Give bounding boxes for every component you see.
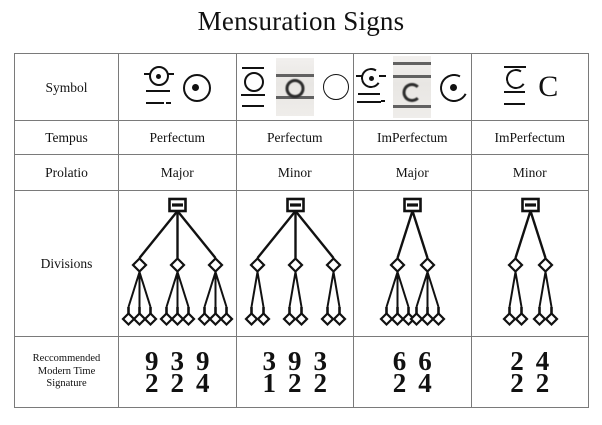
time-signature-denominator: 2 [170, 368, 185, 398]
tempus-perfectum-minor: Perfectum [235, 120, 354, 155]
time-signature-denominator: 1 [262, 368, 277, 398]
time-signature-denominator: 2 [313, 368, 328, 398]
row-label-tempus: Tempus [14, 120, 119, 155]
table-row-tempus: Tempus Perfectum Perfectum ImPerfectum I… [14, 120, 589, 155]
time-signature-numerator: 3 [170, 345, 185, 376]
scanned-manuscript-circle-fragment [275, 58, 314, 116]
symbol-cell-imperfectum-minor: C [470, 53, 589, 121]
time-signature-numerator: 6 [392, 345, 407, 376]
prolatio-perfectum-minor: Minor [235, 154, 354, 191]
divisions-perfectum-minor [235, 190, 354, 337]
manuscript-circle-symbol [239, 64, 269, 110]
row-label-prolatio: Prolatio [14, 154, 119, 191]
time-signature-numerator: 9 [196, 345, 210, 376]
divisions-perfectum-major [118, 190, 237, 337]
time-signature-numerator: 9 [145, 345, 159, 376]
prolatio-imperfectum-minor: Minor [470, 154, 589, 191]
c-with-dot-symbol [436, 70, 472, 106]
time-signature-label-line1: Reccommended [32, 353, 101, 365]
row-label-time-signature: Reccommended Modern Time Signature [14, 336, 119, 408]
tempus-perfectum-major: Perfectum [118, 120, 237, 155]
prolatio-imperfectum-major: Major [353, 154, 472, 191]
tempus-imperfectum-minor: ImPerfectum [470, 120, 589, 155]
manuscript-c-dot-symbol [356, 64, 387, 110]
symbol-cell-perfectum-minor [235, 53, 354, 121]
circle-with-dot-symbol [181, 72, 211, 102]
division-tree [354, 193, 471, 335]
time-signature-denominator: 2 [145, 368, 159, 398]
prolatio-perfectum-major: Major [118, 154, 237, 191]
time-signature-numerator: 6 [418, 345, 432, 376]
c-symbol: C [538, 70, 559, 103]
page-title: Mensuration Signs [0, 0, 602, 38]
table-row-symbol: Symbol [14, 53, 589, 121]
division-tree [237, 193, 354, 335]
page-title-text: Mensuration Signs [197, 6, 405, 36]
time-signature-numerator: 3 [313, 345, 328, 376]
division-tree [119, 193, 236, 335]
time-signature-numerator: 2 [510, 345, 524, 376]
row-label-symbol: Symbol [14, 53, 119, 121]
scanned-manuscript-c-fragment [393, 56, 432, 118]
time-signature-numerator: 9 [288, 345, 302, 376]
time-signature-denominator: 2 [392, 368, 407, 398]
time-signature-denominator: 2 [288, 368, 302, 398]
time-signature-denominator: 2 [535, 368, 550, 398]
time-signature-denominator: 4 [196, 368, 210, 398]
divisions-imperfectum-minor [470, 190, 589, 337]
time-signature-numerator: 3 [262, 345, 277, 376]
time-signature-label-line2: Modern Time [37, 365, 96, 377]
time-signature-denominator: 2 [510, 368, 524, 398]
tempus-imperfectum-major: ImPerfectum [353, 120, 472, 155]
division-tree [472, 193, 589, 335]
divisions-imperfectum-major [353, 190, 472, 337]
time-signature-label-line3: Signature [46, 378, 87, 390]
row-label-divisions: Divisions [14, 190, 119, 337]
symbol-cell-perfectum-major [118, 53, 237, 121]
circle-symbol [321, 72, 351, 102]
table-row-divisions: Divisions [14, 190, 589, 337]
time-signature-denominator: 4 [418, 368, 432, 398]
time-signature-numerator: 4 [535, 345, 550, 376]
symbol-cell-imperfectum-major [353, 53, 472, 121]
mensuration-signs-table: Symbol [14, 53, 589, 408]
manuscript-c-symbol [501, 64, 531, 110]
manuscript-circle-dot-symbol [143, 64, 174, 110]
table-row-prolatio: Prolatio Major Minor Major Minor [14, 154, 589, 191]
